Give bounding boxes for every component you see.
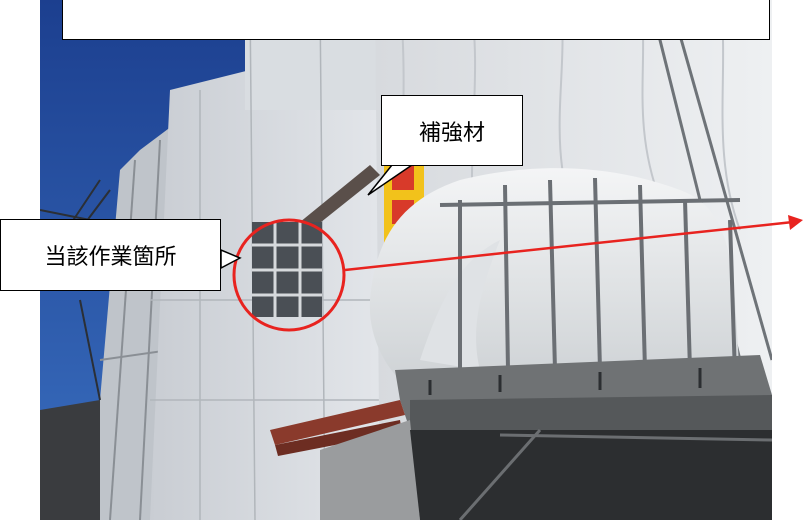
work-location-label: 当該作業箇所: [0, 219, 221, 291]
callout-arrowhead: [788, 215, 803, 230]
left-foreground-wall: [40, 400, 100, 520]
load-frame-top: [439, 198, 741, 207]
work-location-label-text: 当該作業箇所: [44, 245, 177, 270]
platform-hooks: [428, 368, 702, 395]
lower-wall: [320, 420, 420, 520]
platform-side: [410, 395, 772, 430]
reinforcement-label: 補強材: [381, 95, 523, 166]
caption-box: [62, 0, 770, 40]
red-steel-beam-2: [275, 420, 402, 456]
dark-base: [410, 430, 772, 520]
base-frame: [458, 429, 772, 520]
red-steel-beam: [270, 400, 405, 445]
reinforcement-label-text: 補強材: [418, 120, 485, 146]
